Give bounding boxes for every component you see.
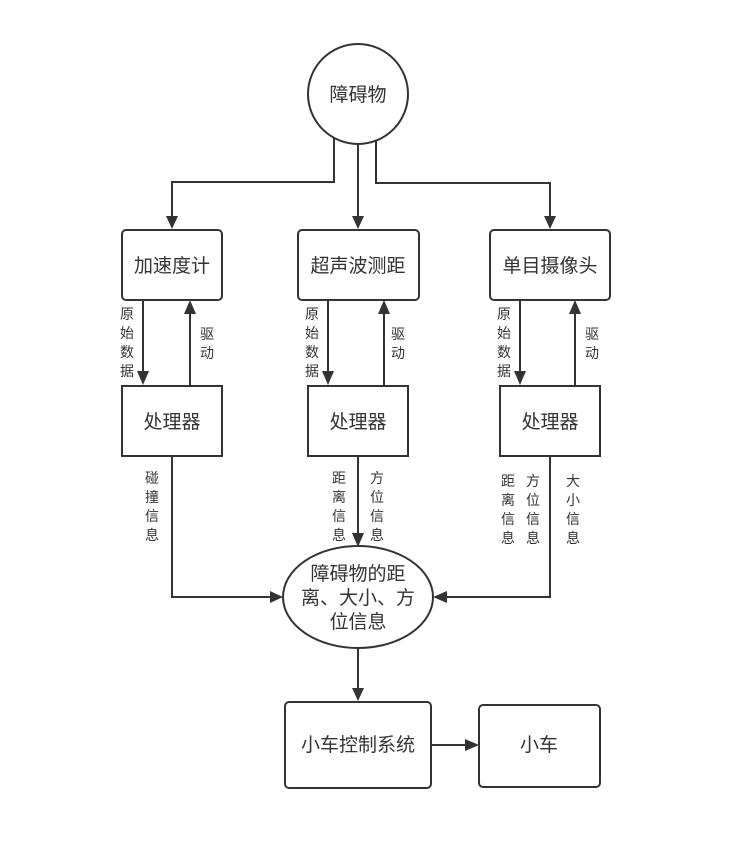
edge-label-char: 动 (391, 346, 405, 362)
edge-label-char: 始 (120, 326, 134, 342)
node-control-system-label: 小车控制系统 (301, 734, 415, 756)
edge-label-char: 小 (566, 493, 580, 509)
node-obstacle[interactable] (307, 43, 409, 145)
edge-label-char: 位 (370, 490, 384, 506)
edge-label-char: 原 (497, 307, 511, 323)
edge-label-char: 离 (332, 489, 346, 506)
node-fusion-label-line2: 离、大小、方 (301, 587, 415, 609)
edge-label-char: 距 (501, 474, 515, 490)
edge-label-char: 据 (120, 364, 134, 380)
edge-processor3-to-fusion (444, 456, 551, 598)
node-fusion[interactable] (282, 545, 434, 649)
edge-label-drive-1: 驱动 (200, 327, 214, 362)
edge-label-char: 驱 (585, 327, 599, 343)
node-processor-1-label: 处理器 (143, 411, 200, 433)
edge-label-char: 碰 (145, 471, 159, 487)
arrowhead (184, 300, 196, 314)
node-processor-1[interactable] (121, 385, 223, 457)
edge-label-drive-3: 驱动 (585, 327, 599, 362)
node-control-system[interactable] (284, 701, 432, 789)
node-camera-label: 单目摄像头 (502, 255, 597, 277)
edge-label-char: 息 (145, 527, 159, 544)
node-accelerometer[interactable] (121, 229, 223, 301)
edge-label-char: 据 (497, 364, 511, 380)
node-ultrasonic[interactable] (297, 229, 420, 301)
edge-label-char: 息 (501, 530, 515, 547)
edge-label-char: 信 (370, 509, 384, 525)
edge-label-char: 方 (526, 474, 540, 490)
node-fusion-label-line3: 位信息 (329, 611, 386, 633)
node-processor-3-label: 处理器 (521, 411, 578, 433)
edge-label-char: 信 (332, 509, 346, 525)
edge-label-char: 息 (370, 527, 384, 544)
edge-label-char: 原 (120, 307, 134, 323)
arrowhead (433, 591, 447, 603)
edge-label-char: 信 (145, 509, 159, 525)
arrowhead (352, 533, 364, 547)
edge-label-drive-2: 驱动 (391, 327, 405, 362)
edge-processor1-to-fusion (171, 456, 272, 598)
edge-label-char: 信 (566, 512, 580, 528)
arrowhead (352, 216, 364, 229)
edge-label-char: 数 (497, 345, 511, 361)
arrowhead (270, 591, 283, 603)
edge-label-char: 信 (501, 512, 515, 528)
edge-label-char: 信 (526, 512, 540, 528)
edge-label-char: 始 (497, 326, 511, 342)
edge-label-char: 数 (305, 345, 319, 361)
edge-label-char: 原 (305, 307, 319, 323)
edge-label-char: 动 (585, 346, 599, 362)
edge-labels: 原始数据驱动原始数据驱动原始数据驱动碰撞信息距离信息方位信息距离信息方位信息大小… (120, 307, 599, 547)
edge-label-char: 始 (305, 326, 319, 342)
arrowhead (514, 371, 526, 385)
node-ultrasonic-label: 超声波测距 (310, 255, 405, 277)
arrowhead (378, 300, 390, 314)
node-processor-3[interactable] (499, 385, 601, 457)
edge-label-char: 驱 (391, 327, 405, 343)
edge-label-char: 动 (200, 346, 214, 362)
edge-label-char: 大 (566, 474, 580, 490)
node-car-label: 小车 (520, 734, 558, 756)
node-accelerometer-label: 加速度计 (134, 255, 210, 277)
edge-label-char: 方 (370, 471, 384, 487)
node-camera[interactable] (489, 229, 611, 301)
node-fusion-label-line1: 障碍物的距 (310, 563, 405, 585)
node-processor-2-label: 处理器 (329, 411, 386, 433)
arrowhead (465, 739, 479, 751)
arrowhead (544, 216, 556, 229)
arrowhead (322, 371, 334, 385)
arrowhead (166, 216, 178, 229)
node-car[interactable] (478, 704, 601, 788)
edge-label-char: 息 (566, 530, 580, 547)
node-obstacle-label: 障碍物 (329, 84, 386, 106)
edge-label-char: 息 (526, 530, 540, 547)
edge-label-char: 位 (526, 493, 540, 509)
arrowhead (569, 300, 581, 314)
edge-obstacle-to-accelerometer (171, 138, 335, 218)
arrowhead (352, 688, 364, 701)
edge-label-char: 距 (332, 471, 346, 487)
node-processor-2[interactable] (307, 385, 409, 457)
edge-obstacle-to-camera (375, 138, 551, 218)
edge-label-char: 离 (501, 492, 515, 509)
edge-label-char: 息 (332, 527, 346, 544)
edge-label-char: 数 (120, 345, 134, 361)
edge-label-char: 据 (305, 364, 319, 380)
edge-label-char: 驱 (200, 327, 214, 343)
edge-label-char: 撞 (145, 490, 159, 506)
arrowhead (137, 371, 149, 385)
